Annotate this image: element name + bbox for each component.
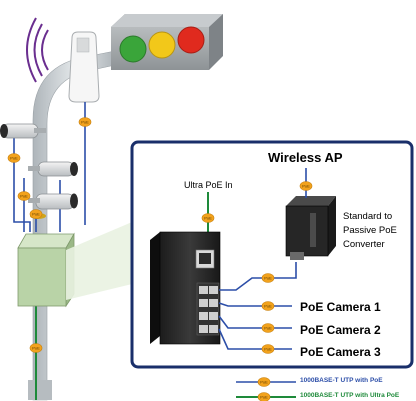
poe-badge: PoE — [78, 117, 92, 127]
poe-badge-text: PoE — [20, 194, 28, 199]
poe-badge-text: PoE — [32, 346, 40, 351]
converter-cable — [219, 262, 297, 291]
ultra-poe-in-label: Ultra PoE In — [184, 180, 233, 190]
poe-badge-text: PoE — [264, 304, 272, 309]
poe-badge: PoE — [299, 181, 313, 191]
converter-label-line1: Standard to — [343, 211, 393, 222]
poe-badge-text: PoE — [264, 347, 272, 352]
legend-poe-label: 1000BASE-T UTP with PoE — [300, 377, 383, 384]
converter-label: Standard to Passive PoE Converter — [343, 210, 397, 252]
poe-badge-text: PoE — [32, 212, 40, 217]
poe-badge-text: PoE — [264, 276, 272, 281]
converter-icon — [285, 196, 336, 260]
poe-badge: PoE — [17, 191, 31, 201]
poe-badge: PoE — [261, 344, 275, 354]
wireless-ap-label: Wireless AP — [268, 150, 343, 165]
wifi-signal-icon — [26, 17, 49, 83]
poe-badge: PoE — [257, 377, 271, 387]
poe-badge-text: PoE — [204, 216, 212, 221]
poe-badge: PoE — [201, 213, 215, 223]
poe-badge: PoE — [29, 343, 43, 353]
poe-badge: PoE — [29, 209, 43, 219]
poe-badge-text: PoE — [260, 395, 268, 400]
poe-badge-text: PoE — [302, 184, 310, 189]
switch-icon — [150, 231, 221, 345]
access-point-icon — [68, 31, 100, 103]
converter-label-line2: Passive PoE — [343, 225, 397, 236]
poe-badge-text: PoE — [264, 326, 272, 331]
poe-badge-text: PoE — [10, 156, 18, 161]
enclosure-box — [17, 232, 75, 308]
poe-badge: PoE — [261, 301, 275, 311]
zoom-wedge — [66, 222, 132, 300]
poe-badge: PoE — [7, 153, 21, 163]
traffic-light-icon — [111, 14, 223, 70]
poe-badge-text: PoE — [81, 120, 89, 125]
poe-badge: PoE — [261, 323, 275, 333]
poe-badge: PoE — [257, 392, 271, 401]
converter-label-line3: Converter — [343, 239, 385, 250]
poe-badge-text: PoE — [260, 380, 268, 385]
legend-ultra-poe-label: 1000BASE-T UTP with Ultra PoE — [300, 392, 400, 399]
camera1-label: PoE Camera 1 — [300, 300, 381, 314]
poe-badge: PoE — [261, 273, 275, 283]
poe-badges: PoE PoE PoE PoE PoE PoE PoE PoE PoE PoE PoE PoE PoE — [7, 117, 313, 401]
camera2-label: PoE Camera 2 — [300, 323, 381, 337]
camera3-label: PoE Camera 3 — [300, 345, 381, 359]
